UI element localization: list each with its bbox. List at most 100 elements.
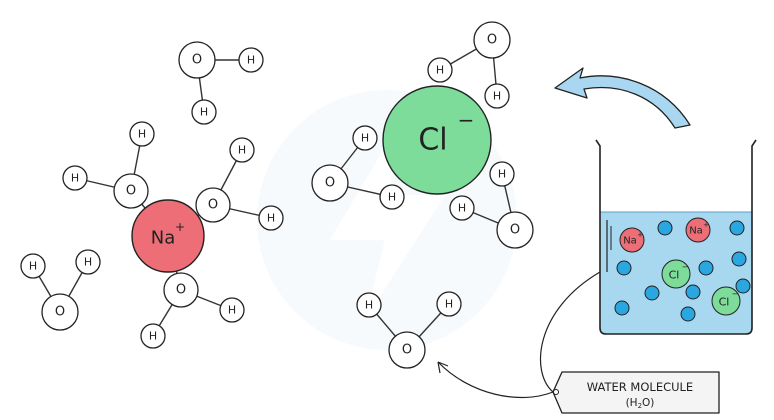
hydrogen-label: H — [71, 172, 79, 185]
beaker-sodium-label: Na — [623, 236, 637, 247]
beaker-chloride-ion: Cl − — [661, 259, 691, 289]
hydrogen-atom: H — [449, 195, 475, 221]
oxygen-atom: O — [311, 164, 349, 202]
hydrogen-label: H — [361, 132, 369, 145]
hydrogen-label: H — [436, 64, 444, 77]
beaker-chloride-label: Cl — [719, 296, 730, 309]
water-molecule-center: O H H — [356, 291, 462, 369]
beaker-chloride-charge: − — [732, 290, 739, 299]
hydrogen-atom: H — [489, 161, 515, 187]
hydrogen-label: H — [267, 212, 275, 225]
tag-formula-suffix: O) — [642, 397, 654, 409]
tag-formula-subscript: 2 — [638, 402, 642, 410]
arrow-head — [437, 361, 449, 374]
oxygen-label: O — [208, 198, 218, 213]
pointer-to-molecule — [437, 361, 554, 399]
chloride-label: Cl — [418, 123, 447, 158]
hydrogen-label: H — [365, 299, 373, 312]
oxygen-atom: O — [178, 41, 216, 79]
tag-formula-prefix: (H — [626, 397, 638, 409]
hydrogen-atom: H — [191, 99, 217, 125]
oxygen-label: O — [176, 283, 186, 298]
beaker-sodium-charge: + — [637, 231, 643, 239]
hydrogen-label: H — [498, 168, 506, 181]
oxygen-atom: O — [113, 173, 149, 209]
beaker-sodium-label: Na — [689, 226, 703, 237]
oxygen-atom: O — [496, 211, 534, 249]
hydrogen-atom: H — [219, 297, 245, 323]
oxygen-label: O — [126, 184, 136, 199]
water-particle — [735, 278, 751, 294]
water-particle — [680, 306, 696, 322]
tag-formula: (H2O) — [626, 397, 655, 410]
oxygen-label: O — [487, 33, 497, 48]
beaker-sodium-ion: Na + — [619, 227, 645, 253]
oxygen-atom: O — [388, 331, 426, 369]
hydrogen-atom: H — [238, 47, 264, 73]
water-particle — [657, 220, 673, 236]
hydrogen-atom: H — [140, 323, 166, 349]
water-particle — [616, 260, 632, 276]
hydrogen-atom: H — [379, 184, 405, 210]
beaker-sodium-ion: Na + — [685, 217, 711, 243]
hydrogen-label: H — [29, 260, 37, 273]
tag-pointer-lines — [437, 271, 601, 399]
water-molecule-top: O H H — [178, 41, 264, 125]
hydrogen-atom: H — [62, 165, 88, 191]
hydrogen-atom: H — [436, 291, 462, 317]
hydrogen-label: H — [445, 298, 453, 311]
water-particle — [698, 260, 714, 276]
tag-hole — [553, 389, 559, 395]
beaker-sodium-charge: + — [703, 221, 709, 229]
beaker-outline — [595, 139, 757, 335]
oxygen-label: O — [402, 343, 412, 358]
hydrogen-label: H — [228, 304, 236, 317]
hydrogen-atom: H — [129, 121, 155, 147]
hydrogen-label: H — [84, 256, 92, 269]
water-particle — [731, 251, 747, 267]
oxygen-label: O — [55, 305, 65, 320]
oxygen-atom: O — [163, 272, 199, 308]
hydrogen-label: H — [458, 202, 466, 215]
oxygen-label: O — [510, 223, 520, 238]
beaker-chloride-ion: Cl − — [711, 286, 741, 316]
beaker-chloride-charge: − — [682, 263, 689, 272]
water-particle — [644, 285, 660, 301]
oxygen-atom: O — [41, 293, 79, 331]
hydrogen-label: H — [149, 330, 157, 343]
hydrogen-atom: H — [352, 125, 378, 151]
water-molecule-tag: WATER MOLECULE (H2O) — [552, 371, 720, 414]
hydrogen-atom: H — [484, 83, 510, 109]
pointer-to-beaker — [540, 271, 601, 393]
hydrogen-label: H — [247, 54, 255, 67]
oxygen-label: O — [192, 53, 202, 68]
hydrogen-label: H — [238, 144, 246, 157]
hydrogen-atom: H — [258, 205, 284, 231]
oxygen-label: O — [325, 176, 335, 191]
water-particle — [729, 220, 745, 236]
sodium-ion: Na + — [131, 199, 205, 273]
oxygen-atom: O — [473, 21, 511, 59]
hydrogen-atom: H — [356, 292, 382, 318]
tag-title: WATER MOLECULE — [587, 380, 693, 394]
hydrogen-label: H — [200, 106, 208, 119]
sodium-charge: + — [175, 220, 185, 234]
water-particle — [614, 300, 630, 316]
hydrogen-atom: H — [75, 249, 101, 275]
water-particle — [685, 284, 701, 300]
hydrogen-atom: H — [20, 253, 46, 279]
beaker-chloride-label: Cl — [669, 269, 680, 282]
hydrogen-label: H — [493, 90, 501, 103]
hydrogen-atom: H — [427, 57, 453, 83]
chloride-ion: Cl − — [382, 85, 492, 195]
hydrogen-atom: H — [229, 137, 255, 163]
hydrogen-label: H — [138, 128, 146, 141]
chloride-charge: − — [458, 108, 475, 132]
oxygen-atom: O — [195, 187, 231, 223]
zoom-arrow — [554, 67, 691, 129]
hydrogen-label: H — [388, 191, 396, 204]
beaker-water-particles — [614, 220, 751, 322]
sodium-label: Na — [151, 228, 176, 249]
water-molecule-left: O H H — [20, 249, 101, 331]
